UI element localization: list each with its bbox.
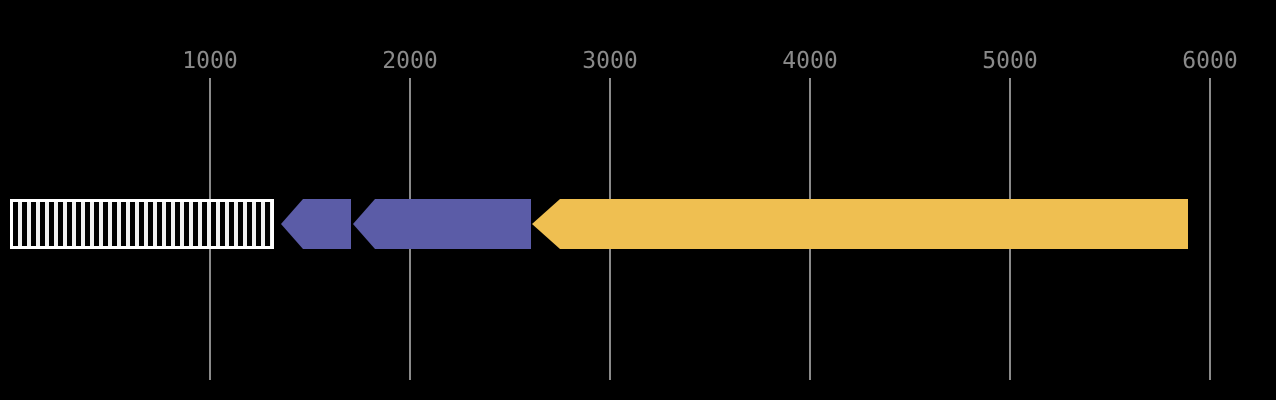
- tick-label-2000: 2000: [382, 48, 438, 74]
- feature-yellow-arrow[interactable]: [532, 199, 1188, 249]
- tick-label-3000: 3000: [582, 48, 638, 74]
- feature-blue-arrow-2[interactable]: [353, 199, 531, 249]
- feature-hatched-region[interactable]: [10, 199, 274, 249]
- tick-label-4000: 4000: [782, 48, 838, 74]
- feature-blue-arrow-1[interactable]: [281, 199, 351, 249]
- tick-label-1000: 1000: [182, 48, 238, 74]
- tick-label-5000: 5000: [982, 48, 1038, 74]
- tick-label-6000: 6000: [1182, 48, 1238, 74]
- gridline-6000: [1209, 78, 1211, 380]
